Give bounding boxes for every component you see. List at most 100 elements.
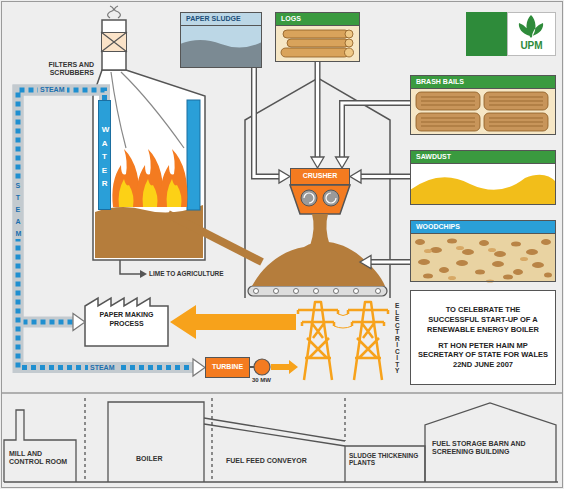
plaque-text: TO CELEBRATE THE SUCCESSFUL START-UP OF … — [422, 305, 544, 334]
fuel-barn-outline — [168, 78, 390, 298]
brash-bails-picture — [416, 92, 548, 131]
site-elevation — [85, 398, 345, 482]
woodchips-picture — [479, 240, 489, 246]
frame — [2, 392, 563, 394]
logs-picture — [287, 39, 349, 47]
fuel-barn-outline — [314, 289, 319, 294]
logs-picture — [345, 39, 353, 47]
paper-mill-building — [85, 298, 168, 346]
pipe-steam — [18, 90, 105, 322]
pipe-label: STEAM — [88, 364, 117, 372]
arrow-outline — [254, 68, 280, 177]
woodchips-picture — [486, 280, 494, 283]
building-label: FUEL STORAGE BARN AND SCREENING BUILDING — [432, 440, 552, 456]
arrow-head — [350, 170, 361, 183]
arrow-head — [279, 170, 290, 183]
woodchips-picture — [447, 239, 457, 244]
node-label: WATER — [102, 123, 108, 209]
sawdust-picture — [410, 150, 556, 205]
site-elevation — [108, 402, 204, 482]
water-jacket: WATER — [98, 100, 111, 210]
logs-picture — [345, 30, 354, 57]
chimney — [101, 32, 127, 52]
box-heading: LOGS — [276, 13, 359, 26]
arrow-outline — [360, 174, 410, 180]
rating-label: 30 MW — [252, 377, 271, 384]
brash-bails-picture — [410, 75, 556, 135]
feed-arrow — [336, 103, 411, 168]
fuel-source-box: SAWDUST — [410, 150, 556, 205]
woodchips-picture — [418, 259, 430, 265]
crusher-drawing — [304, 193, 336, 203]
sawdust-picture — [410, 175, 556, 205]
flames — [119, 179, 134, 207]
woodchips-picture — [456, 246, 464, 250]
fuel-barn-outline — [334, 289, 339, 294]
arrow-head — [311, 157, 324, 168]
woodchips-picture — [532, 262, 544, 268]
building-label: BOILER — [136, 455, 162, 463]
woodchips-feed-arrow — [370, 259, 410, 265]
logo-picture — [466, 12, 507, 56]
fuel-source-box: BRASH BAILS — [410, 75, 556, 135]
woodchips-feed-arrow — [360, 256, 371, 269]
building-label: MILL AND CONTROL ROOM — [9, 450, 73, 466]
arrow-body — [360, 175, 410, 178]
woodchips-picture — [410, 220, 556, 283]
lime-arrow — [120, 260, 141, 274]
fuel-source-box: LOGS — [275, 12, 360, 62]
fuel-source-box: PAPER SLUDGE — [180, 12, 262, 68]
power-output — [271, 360, 298, 374]
lime-arrow — [140, 270, 147, 278]
woodchips-picture — [513, 269, 523, 275]
woodchips-picture — [430, 247, 442, 253]
woodchips-picture — [415, 239, 552, 280]
woodchips-feed-arrow — [360, 256, 410, 269]
arrow-head — [73, 314, 85, 331]
site-elevation — [4, 398, 558, 482]
power-output — [170, 305, 296, 339]
process-box: PAPER MAKING PROCESS — [85, 298, 168, 346]
crusher-drawing — [290, 185, 350, 246]
logo-picture — [507, 12, 556, 56]
chimney — [108, 6, 121, 18]
woodchips-picture — [494, 251, 506, 257]
fuel-barn-outline — [376, 289, 381, 294]
node-label: PAPER MAKING PROCESS — [91, 311, 162, 329]
woodchips-picture — [544, 273, 552, 278]
flames — [112, 149, 139, 207]
box-heading: SAWDUST — [411, 151, 555, 164]
woodchips-picture — [462, 249, 474, 255]
lime-arrow — [120, 260, 147, 278]
crusher-box: CRUSHER — [290, 168, 350, 185]
pipe-tube — [18, 90, 194, 368]
brash-bails-picture — [421, 97, 543, 126]
logs-picture — [345, 30, 353, 38]
paper-sludge-picture — [180, 40, 262, 68]
power-output — [334, 314, 352, 328]
woodchips-picture — [520, 257, 528, 261]
box-heading: BRASH BAILS — [411, 76, 555, 89]
woodchips-picture — [424, 246, 528, 283]
power-output — [348, 302, 388, 380]
arrow-head — [336, 157, 349, 168]
logo-box: UPM — [507, 12, 556, 56]
steam-pipe — [18, 90, 205, 376]
woodchips-picture — [424, 249, 432, 253]
plaque-text: RT HON PETER HAIN MP SECRETARY OF STATE … — [416, 341, 550, 370]
brash-bails-picture — [410, 75, 556, 135]
woodchips-picture — [541, 239, 551, 245]
woodchips-picture — [439, 267, 449, 273]
woodchips-picture — [415, 239, 425, 245]
logo-picture — [519, 15, 543, 38]
crusher-drawing — [290, 185, 350, 214]
arrow-body — [316, 62, 319, 158]
output-label: LIME TO AGRICULTURE — [149, 270, 224, 277]
crusher-drawing — [310, 214, 330, 246]
steam-pipe — [18, 90, 105, 331]
boiler-drawing — [187, 100, 200, 210]
fuel-source-box: WOODCHIPS — [410, 220, 556, 282]
pipe-label: STEAM — [14, 180, 23, 239]
